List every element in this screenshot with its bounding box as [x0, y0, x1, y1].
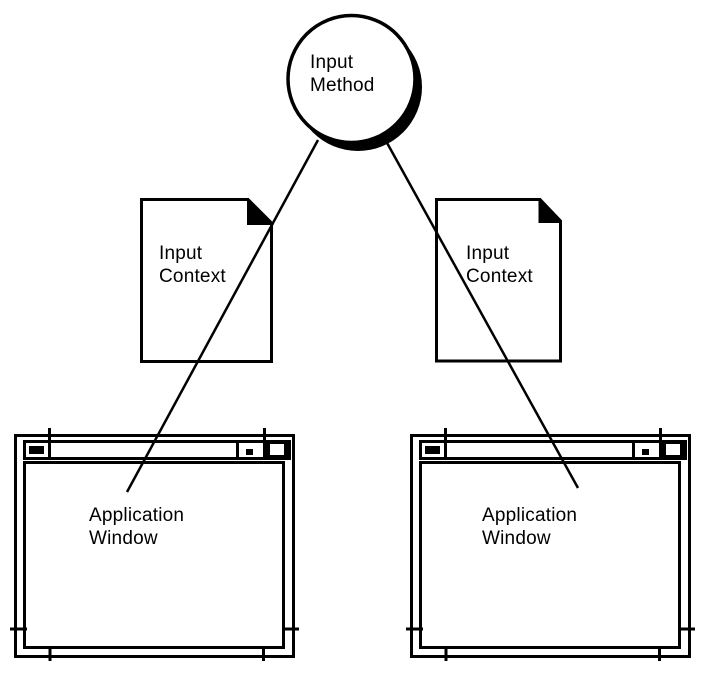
window-client-area	[419, 461, 681, 649]
document-icon	[140, 198, 273, 363]
folded-corner-icon	[247, 198, 274, 225]
application-window-left-label: Application Window	[89, 505, 184, 550]
minimize-icon	[246, 449, 253, 455]
input-method-label-line2: Method	[310, 74, 375, 96]
window-client-area	[23, 461, 285, 649]
application-window-right-frame	[406, 428, 695, 661]
window-outer-border	[410, 434, 691, 658]
application-window-left-label-line1: Application	[89, 505, 185, 526]
input-context-left-label: Input Context	[159, 243, 226, 288]
input-context-right-label: Input Context	[466, 243, 533, 288]
window-menu-icon	[29, 446, 44, 454]
window-outer-border	[14, 434, 295, 658]
input-context-left-label-line2: Context	[159, 265, 226, 287]
document-icon	[435, 198, 562, 363]
input-context-right-label-line2: Context	[466, 265, 533, 287]
input-method-label: Input Method	[310, 52, 375, 97]
application-window-left-label-line2: Window	[89, 527, 158, 549]
input-context-right-doc	[435, 198, 562, 363]
input-method-node	[286, 13, 422, 151]
input-context-left-label-line1: Input	[159, 243, 203, 264]
application-window-right-label: Application Window	[482, 505, 577, 550]
window-menu-icon	[425, 446, 440, 454]
folded-corner-icon	[538, 198, 562, 223]
input-context-left-doc	[140, 198, 274, 363]
application-window-right-label-line2: Window	[482, 527, 551, 549]
minimize-icon	[642, 449, 649, 455]
application-window-right-label-line1: Application	[482, 505, 578, 526]
input-method-label-line1: Input	[310, 52, 354, 73]
connector-to-left-window	[125, 139, 320, 493]
input-context-right-label-line1: Input	[466, 243, 510, 264]
maximize-icon	[270, 444, 284, 455]
maximize-icon	[666, 444, 680, 455]
application-window-left-frame	[10, 428, 299, 661]
circle-shape	[286, 13, 417, 145]
connector-lines	[125, 139, 580, 493]
connector-to-right-window	[384, 140, 580, 489]
